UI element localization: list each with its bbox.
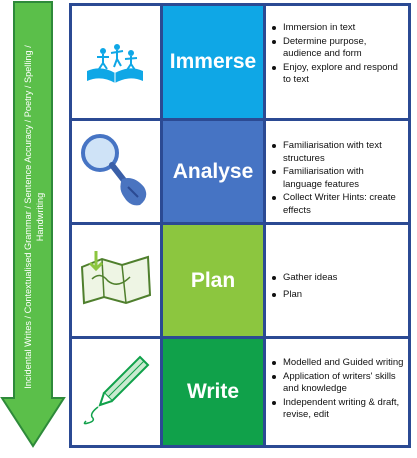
bullet: Gather ideas	[270, 272, 404, 285]
plan-image-cell	[72, 225, 160, 336]
immerse-image-cell	[72, 6, 160, 118]
write-text-cell: Modelled and Guided writing Application …	[266, 339, 408, 445]
stage-write-title: Write	[186, 380, 240, 403]
side-arrow-shape	[0, 1, 66, 448]
bullet: Plan	[270, 289, 404, 302]
stage-analyse: Analyse	[163, 121, 263, 222]
side-arrow	[0, 1, 66, 448]
stage-immerse-title: Immerse	[169, 50, 257, 73]
immerse-text-cell: Immersion in text Determine purpose, aud…	[266, 6, 408, 118]
stages-grid: Immerse Immersion in text Determine purp…	[69, 3, 411, 448]
side-arrow-label: Incidental Writes / Contextualised Gramm…	[23, 45, 45, 389]
stage-plan-title: Plan	[190, 268, 236, 292]
bullet: Application of writers' skills and knowl…	[270, 371, 404, 396]
plan-text-cell: Gather ideas Plan	[266, 225, 408, 336]
stage-analyse-title: Analyse	[172, 159, 254, 183]
map-icon	[80, 251, 152, 305]
pencil-icon	[83, 355, 150, 425]
open-book-icon	[87, 44, 143, 83]
analyse-image-cell	[72, 121, 160, 222]
stage-write: Write	[163, 339, 263, 445]
bullet: Immersion in text	[270, 22, 404, 35]
bullet: Modelled and Guided writing	[270, 357, 404, 370]
bullet: Determine purpose, audience and form	[270, 36, 404, 61]
bullet: Enjoy, explore and respond to text	[270, 62, 404, 87]
analyse-text-cell: Familiarisation with text structures Fam…	[266, 121, 408, 222]
bullet: Independent writing & draft, revise, edi…	[270, 397, 404, 422]
magnifying-glass-icon	[81, 134, 147, 206]
bullet: Familiarisation with text structures	[270, 140, 404, 165]
write-image-cell	[72, 339, 160, 445]
stage-immerse: Immerse	[163, 6, 263, 118]
bullet: Collect Writer Hints: create effects	[270, 192, 404, 217]
stage-plan: Plan	[163, 225, 263, 336]
bullet: Familiarisation with language features	[270, 166, 404, 191]
